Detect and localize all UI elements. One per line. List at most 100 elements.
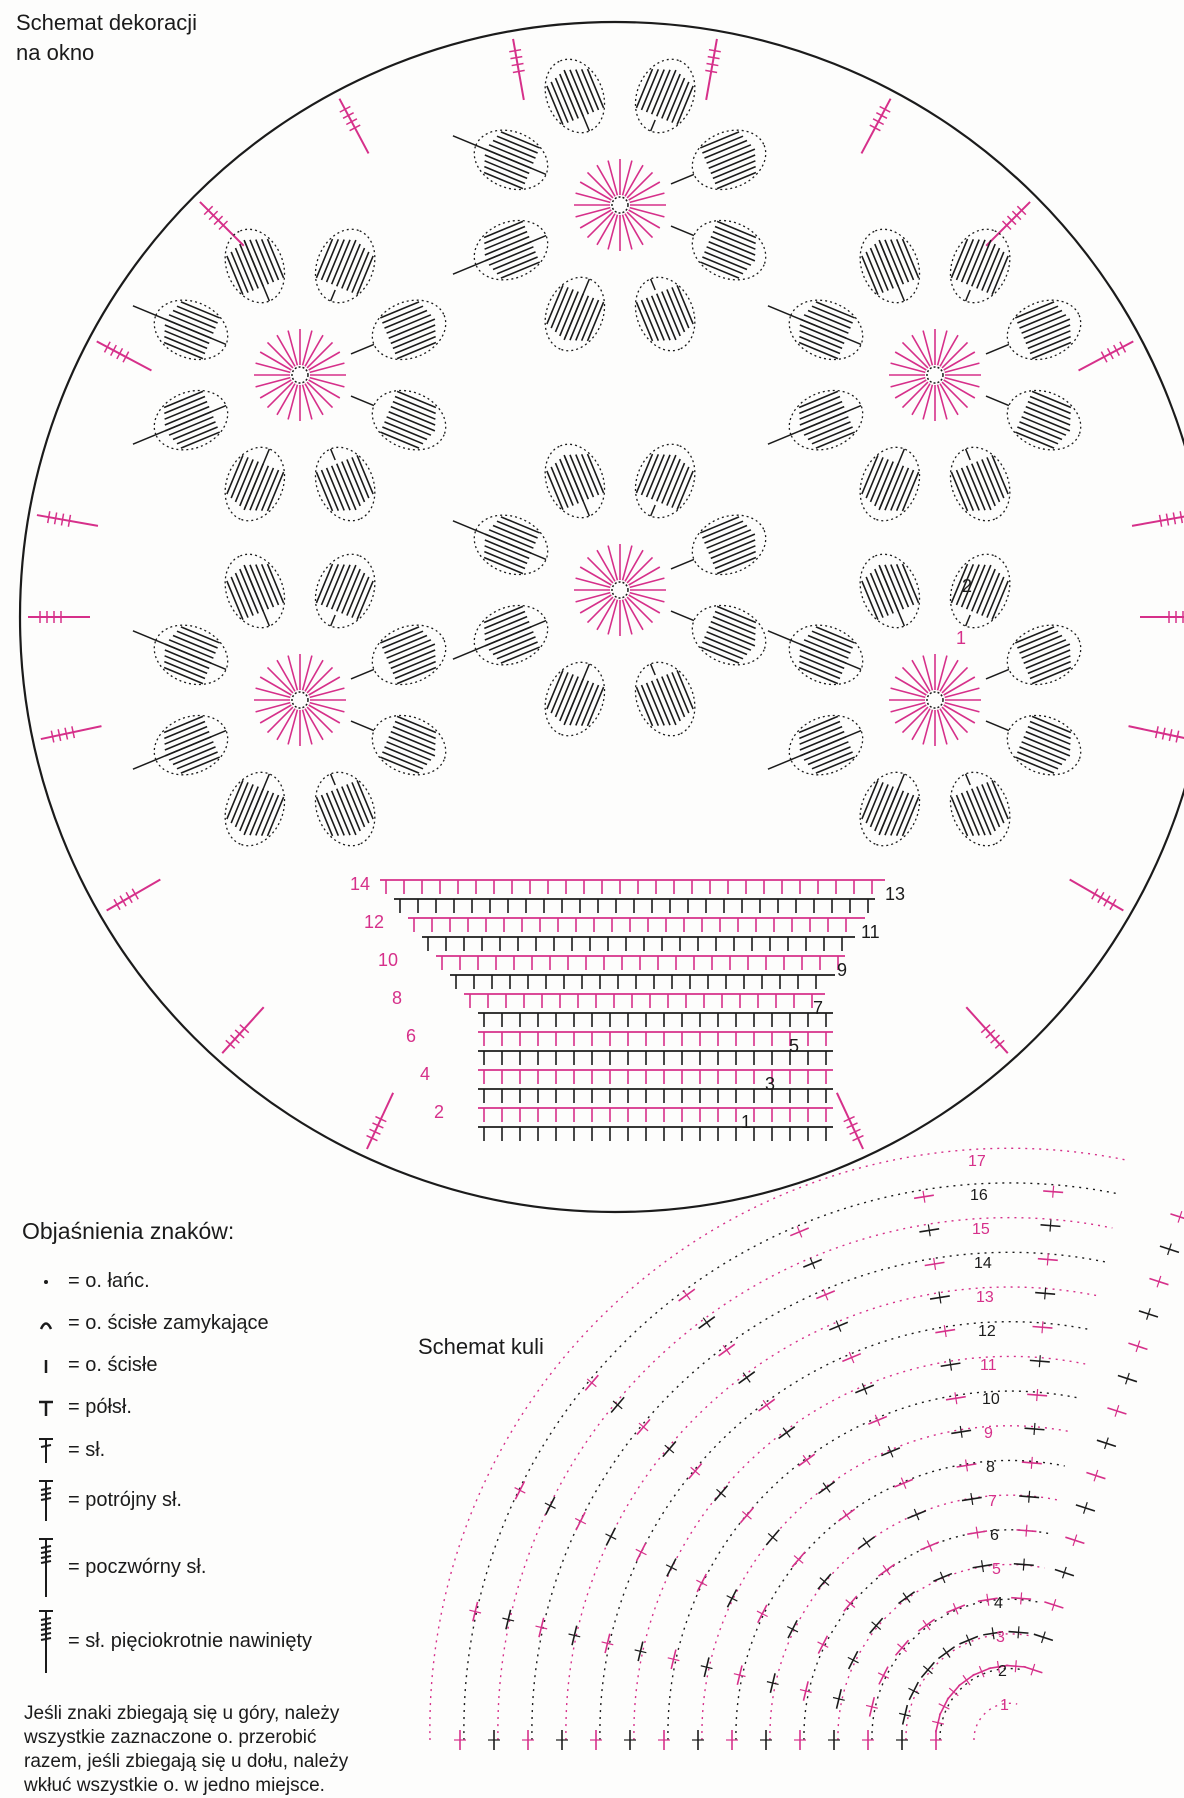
spoke-tick	[64, 727, 69, 740]
center-ray	[939, 383, 959, 416]
ball-stitch-bar	[786, 1625, 799, 1633]
petal	[544, 661, 606, 737]
spoke-tick	[876, 112, 888, 119]
center-ray	[309, 376, 345, 388]
ball-stitch-bar	[980, 1560, 984, 1573]
petal-stitch	[890, 239, 910, 283]
petal-stem	[132, 630, 227, 671]
petal-stitch	[986, 782, 1005, 824]
petal-stitch	[702, 135, 744, 154]
ball-row-label: 1	[1000, 1697, 1009, 1714]
ball-row-label: 2	[998, 1663, 1007, 1680]
flower-motifs	[132, 58, 1082, 847]
petal-stitch	[1031, 666, 1072, 685]
flower-motif	[767, 553, 1082, 847]
petal	[949, 553, 1011, 629]
petal-stitch	[901, 796, 920, 837]
petal-stitch	[500, 516, 541, 534]
petal-stitch	[704, 524, 748, 544]
petal-stitch	[799, 655, 843, 675]
petal-stitch	[635, 68, 654, 109]
petal-stitch	[869, 572, 889, 616]
center-ray	[579, 209, 612, 229]
petal-stitch	[384, 746, 428, 766]
petal-stitch	[710, 235, 756, 256]
petal-stitch	[1023, 318, 1071, 340]
petal-stitch	[955, 564, 975, 606]
petal-stitch	[484, 230, 528, 250]
center-ray	[621, 214, 633, 250]
petal-stitch	[176, 305, 218, 324]
center-ray	[287, 330, 299, 366]
petal-stitch	[661, 291, 681, 337]
spoke-tick	[1097, 891, 1105, 904]
petal-stitch	[699, 646, 740, 664]
petal-outline	[859, 446, 921, 522]
petal-outline	[634, 58, 696, 134]
center-ray	[596, 598, 616, 631]
petal-stitch	[320, 564, 340, 606]
legend-row: = potrójny sł.	[24, 1478, 182, 1522]
ball-round	[599, 1321, 1093, 1741]
center-ray	[944, 362, 980, 374]
spoke-tick	[119, 895, 127, 907]
petal-stitch	[226, 454, 244, 495]
petal-stem	[132, 404, 227, 445]
petal-stitch	[661, 458, 681, 504]
petal-stitch	[645, 69, 665, 113]
petal-stitch	[164, 400, 208, 420]
petal-stitch	[704, 251, 748, 271]
center-ray	[304, 334, 324, 367]
ball-stitch-bar	[502, 1617, 515, 1622]
petal-stem	[985, 720, 1010, 732]
petal	[314, 228, 376, 304]
petal-stitch	[884, 790, 905, 836]
petal-stitch	[390, 405, 436, 426]
ball-round	[939, 1667, 1025, 1741]
ball-wedge	[913, 1190, 1009, 1673]
petal-stitch	[1019, 746, 1063, 766]
petal-stitch	[496, 256, 538, 275]
ball-row-label: 8	[986, 1459, 995, 1476]
petal-stitch	[895, 469, 915, 511]
spoke-tick	[843, 1115, 855, 1123]
center-ray	[922, 330, 934, 366]
legend-row: = półsł.	[24, 1396, 132, 1419]
ball-stitch-bar	[682, 1289, 691, 1301]
ball-stitch-bar	[722, 1344, 731, 1356]
petal-stitch	[671, 672, 690, 714]
center-ray	[575, 192, 611, 204]
petal-stitch	[164, 330, 208, 350]
spoke-tick	[708, 48, 721, 53]
petal-stitch	[234, 572, 254, 616]
petal-stitch	[799, 730, 845, 751]
spoke-tick	[1158, 514, 1163, 527]
petal-stitch	[712, 160, 756, 180]
petal-stitch	[950, 471, 969, 512]
petal-stitch	[315, 238, 334, 279]
petal-stitch	[645, 682, 665, 726]
petal-stitch	[815, 301, 856, 319]
ball-stitch-bar	[835, 1320, 842, 1332]
ball-row-label: 5	[992, 1561, 1001, 1578]
ball-row-label: 7	[988, 1493, 997, 1510]
petal-stitch	[874, 461, 894, 507]
petal-outline	[371, 299, 447, 361]
petal-stitch	[386, 741, 432, 761]
petal-stitch	[330, 465, 351, 511]
basket-row-label-left: 6	[406, 1026, 416, 1046]
spoke-tick	[869, 124, 881, 132]
petal-stitch	[706, 529, 752, 549]
spoke-tick	[239, 1024, 250, 1034]
quintuple-treble-icon	[24, 1608, 68, 1674]
border-spoke	[36, 514, 99, 527]
petal-stem	[879, 448, 906, 509]
ball-stitch-bar	[938, 1703, 950, 1710]
center-ray	[941, 666, 969, 694]
ball-stitch-bar	[922, 1619, 931, 1631]
ball-stitch-bar	[535, 1625, 548, 1630]
legend-text: = sł. pięciokrotnie nawinięty	[68, 1629, 313, 1652]
ball-stitch-bar	[822, 1482, 831, 1493]
ball-row-label: 13	[976, 1289, 994, 1306]
petal-stitch	[484, 165, 526, 185]
